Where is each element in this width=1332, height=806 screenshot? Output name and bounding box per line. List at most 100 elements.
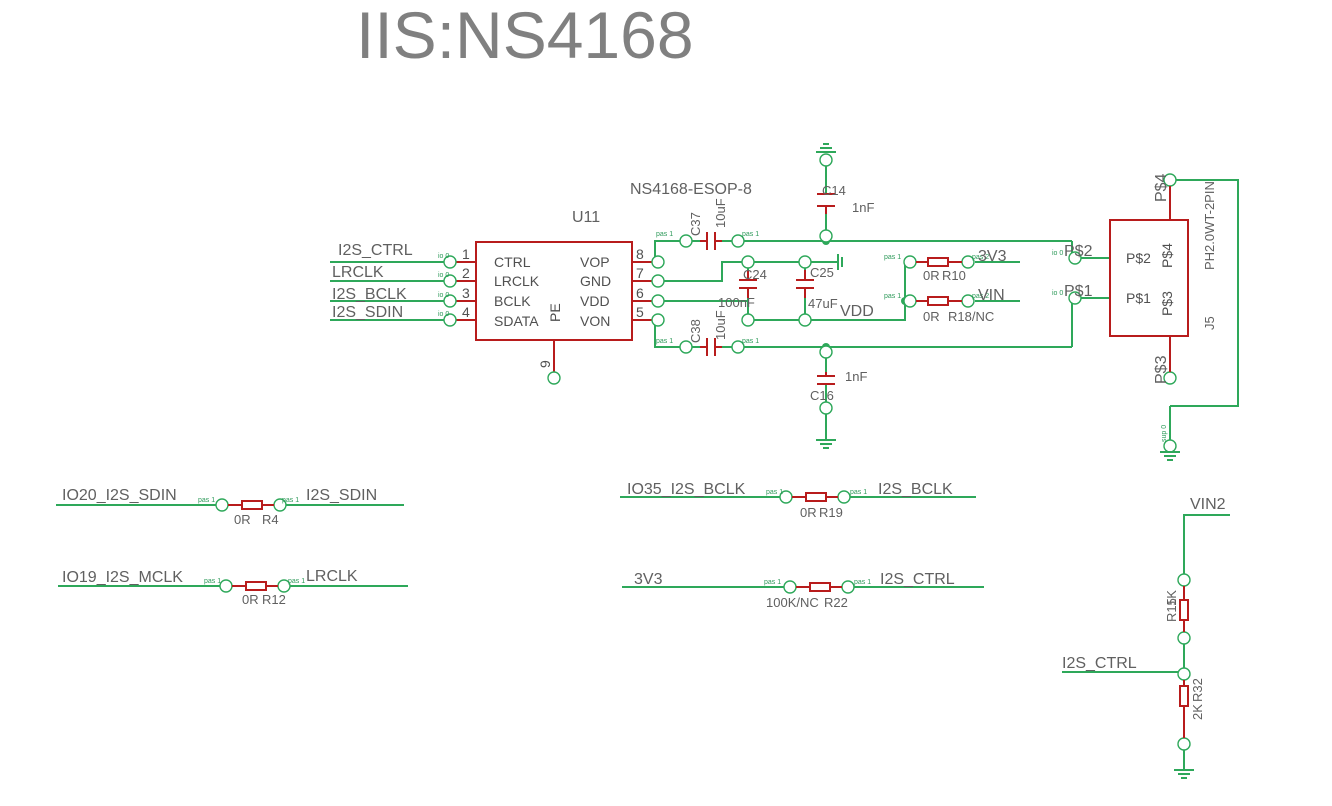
- r19-value: 0R: [800, 505, 817, 520]
- u11-pinnum-3: 3: [462, 285, 470, 301]
- c25-value: 47uF: [808, 296, 838, 311]
- divider-r15-r32[interactable]: VIN2 I2S_CTRL R15 1K R32 2K: [1062, 496, 1230, 770]
- r4-value: 0R: [234, 512, 251, 527]
- j5-body: [1109, 219, 1189, 337]
- j5-ext-p3: P$3: [1153, 355, 1170, 384]
- c38-value: 10uF: [713, 310, 728, 340]
- svg-text:pas 1: pas 1: [282, 497, 299, 504]
- svg-text:pas 1: pas 1: [850, 489, 867, 496]
- net-lrclk: LRCLK: [332, 264, 384, 281]
- ground-symbols: [816, 143, 1194, 779]
- cap-c25[interactable]: C25 47uF: [796, 265, 838, 311]
- svg-text:pas 1: pas 1: [884, 254, 901, 261]
- u11-pinnum-8: 8: [636, 246, 644, 262]
- r32-value: 2K: [1190, 704, 1205, 720]
- u11-pinnum-2: 2: [462, 265, 470, 281]
- r4-right-net: I2S_SDIN: [306, 487, 377, 504]
- u11-amplifier[interactable]: U11 NS4168-ESOP-8 CTRL LRCLK BCLK SDATA …: [456, 181, 752, 385]
- svg-text:io 0: io 0: [1052, 290, 1063, 297]
- sheet-title: IIS:NS4168: [356, 0, 694, 72]
- r15-ref: R15: [1164, 598, 1179, 622]
- u11-pinnum-6: 6: [636, 285, 644, 301]
- cap-c37[interactable]: C37 10uF: [688, 198, 728, 250]
- j5-pad-p4: P$4: [1159, 243, 1175, 268]
- j5-pad-p1: P$1: [1126, 290, 1151, 306]
- c16-ref: C16: [810, 388, 834, 403]
- j5-part: PH2.0WT-2PIN: [1202, 181, 1217, 270]
- u11-pin-ctrl: CTRL: [494, 254, 531, 270]
- u11-pin-sdata: SDATA: [494, 313, 539, 329]
- c14-value: 1nF: [852, 200, 874, 215]
- u11-pin-bclk: BCLK: [494, 293, 531, 309]
- svg-text:pas 1: pas 1: [742, 231, 759, 238]
- svg-text:pas 1: pas 1: [884, 293, 901, 300]
- r12-right-net: LRCLK: [306, 568, 358, 585]
- j5-ext-p1: P$1: [1064, 283, 1093, 300]
- r18-ref: R18/NC: [948, 309, 994, 324]
- net-i2s-sdin: I2S_SDIN: [332, 304, 403, 321]
- u11-pin-pe: PE: [547, 303, 563, 322]
- cap-c14[interactable]: C14 1nF: [817, 183, 874, 215]
- gnd-r32-icon: [1174, 769, 1194, 779]
- net-3v3: 3V3: [978, 248, 1007, 265]
- c38-ref: C38: [688, 319, 703, 343]
- svg-text:io 0: io 0: [438, 311, 449, 318]
- r10-ref: R10: [942, 268, 966, 283]
- u11-part: NS4168-ESOP-8: [630, 181, 752, 198]
- r12-left-net: IO19_I2S_MCLK: [62, 569, 183, 586]
- svg-text:pas 2: pas 2: [972, 254, 989, 261]
- u11-pin-vop: VOP: [580, 254, 610, 270]
- cap-c16[interactable]: C16 1nF: [810, 369, 867, 403]
- j5-ref: J5: [1202, 316, 1217, 330]
- gnd-c14-icon: [816, 143, 836, 153]
- u11-pin-lrclk: LRCLK: [494, 273, 540, 289]
- u11-pinnum-7: 7: [636, 265, 644, 281]
- cap-c24[interactable]: C24 100nF: [718, 267, 767, 310]
- net-vin: VIN: [978, 287, 1005, 304]
- u11-pinnum-4: 4: [462, 304, 470, 320]
- u11-pin-von: VON: [580, 313, 610, 329]
- j5-ext-p4: P$4: [1153, 173, 1170, 202]
- svg-text:io 0: io 0: [438, 292, 449, 299]
- c37-value: 10uF: [713, 198, 728, 228]
- svg-text:pas 1: pas 1: [288, 578, 305, 585]
- r12-ref: R12: [262, 592, 286, 607]
- u11-ref: U11: [572, 209, 600, 226]
- j5-ext-p2: P$2: [1064, 243, 1093, 260]
- resistor-r18[interactable]: 0R R18/NC VIN: [916, 287, 1005, 324]
- svg-text:pas 1: pas 1: [854, 579, 871, 586]
- c24-ref: C24: [743, 267, 767, 282]
- c14-ref: C14: [822, 183, 846, 198]
- r32-ref: R32: [1190, 678, 1205, 702]
- r22-right-net: I2S_CTRL: [880, 571, 955, 588]
- resistor-r10[interactable]: 0R R10 3V3: [916, 248, 1007, 283]
- net-divider-i2s-ctrl: I2S_CTRL: [1062, 655, 1137, 672]
- connector-j5[interactable]: P$2 P$1 P$4 P$3 P$2 P$1 P$4 P$3 PH2.0WT-…: [1064, 173, 1217, 442]
- r4-ref: R4: [262, 512, 279, 527]
- gnd-c16-icon: [816, 439, 836, 449]
- r19-ref: R19: [819, 505, 843, 520]
- svg-text:pas 1: pas 1: [198, 497, 215, 504]
- svg-text:pas 1: pas 1: [656, 338, 673, 345]
- r18-value: 0R: [923, 309, 940, 324]
- r19-right-net: I2S_BCLK: [878, 481, 953, 498]
- r19-left-net: IO35_I2S_BCLK: [627, 481, 746, 498]
- gnd-c25-icon: [830, 254, 843, 270]
- gnd-j5-icon: [1160, 451, 1180, 461]
- svg-text:io 0: io 0: [1052, 250, 1063, 257]
- u11-input-nets: I2S_CTRL LRCLK I2S_BCLK I2S_SDIN io 0 io…: [330, 242, 457, 327]
- net-i2s-bclk: I2S_BCLK: [332, 286, 407, 303]
- r22-left-net: 3V3: [634, 571, 663, 588]
- cap-c38[interactable]: C38 10uF: [688, 310, 728, 356]
- j5-pad-p3: P$3: [1159, 291, 1175, 316]
- svg-text:pas 1: pas 1: [204, 578, 221, 585]
- net-i2s-ctrl: I2S_CTRL: [338, 242, 413, 259]
- svg-text:pas 1: pas 1: [764, 579, 781, 586]
- u11-pin-gnd: GND: [580, 273, 611, 289]
- c16-value: 1nF: [845, 369, 867, 384]
